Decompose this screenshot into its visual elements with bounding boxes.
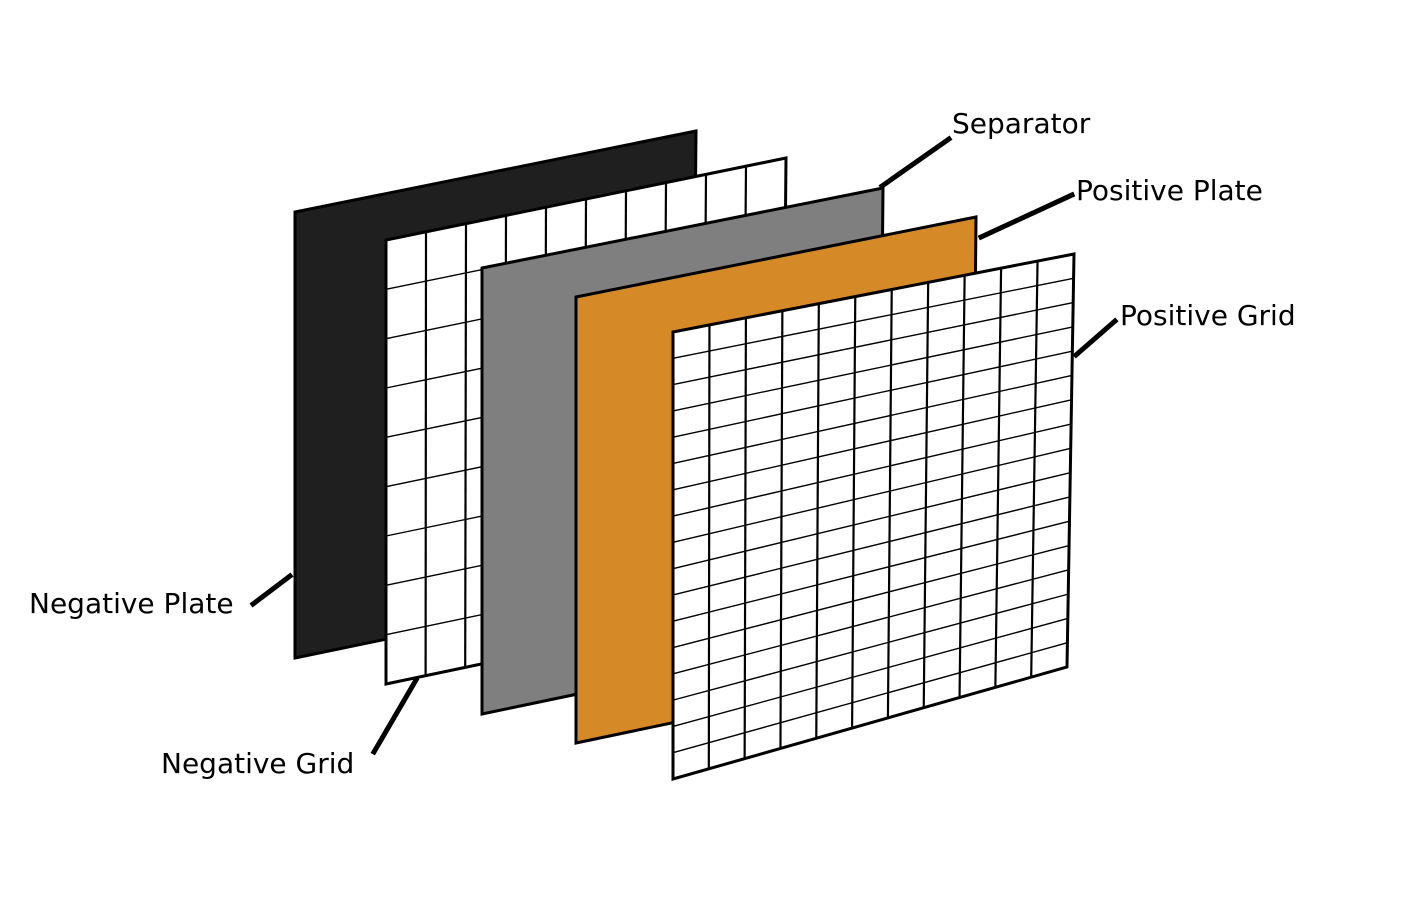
positive-grid-lines [672, 261, 1074, 769]
positive-grid-vertical-bar [994, 268, 1003, 688]
positive-grid-horizontal-bar [672, 374, 1073, 465]
positive-grid-horizontal-bar [672, 447, 1071, 544]
negative-grid-leader-line [370, 676, 420, 756]
positive-grid-horizontal-bar [672, 471, 1071, 570]
separator-label: Separator [952, 107, 1091, 140]
positive-grid-horizontal-bar [672, 399, 1072, 491]
negative-grid-label: Negative Grid [161, 747, 354, 780]
positive-grid-horizontal-bar [672, 326, 1073, 412]
positive-grid-horizontal-bar [672, 350, 1073, 438]
positive-grid-horizontal-bar [672, 520, 1070, 622]
positive-grid-vertical-bar [958, 275, 966, 698]
positive-grid-horizontal-bar [672, 617, 1069, 728]
negative-plate-label: Negative Plate [29, 587, 234, 620]
positive-grid-panel [671, 252, 1076, 781]
positive-grid-horizontal-bar [672, 544, 1070, 649]
positive-grid-horizontal-bar [672, 496, 1071, 596]
positive-grid-horizontal-bar [672, 569, 1069, 675]
positive-grid [671, 252, 1076, 781]
positive-grid-vertical-bar [1030, 261, 1039, 678]
negative-grid-vertical-bar [464, 223, 468, 668]
positive-grid-vertical-bar [850, 296, 857, 729]
positive-grid-vertical-bar [707, 324, 711, 769]
positive-grid-horizontal-bar [672, 423, 1072, 517]
positive-grid-horizontal-bar [672, 593, 1069, 701]
positive-grid-horizontal-bar [672, 642, 1068, 754]
positive-grid-label: Positive Grid [1120, 299, 1296, 332]
positive-grid-horizontal-bar [672, 277, 1074, 359]
positive-plate-leader-line [977, 191, 1076, 241]
negative-plate-leader-line [249, 572, 294, 608]
positive-grid-leader-line [1072, 317, 1119, 359]
separator-leader-line [878, 135, 953, 190]
positive-grid-vertical-bar [779, 310, 784, 749]
positive-grid-vertical-bar [815, 303, 820, 739]
positive-grid-vertical-bar [922, 282, 930, 708]
positive-grid-vertical-bar [886, 289, 893, 718]
positive-grid-vertical-bar [743, 317, 748, 759]
positive-grid-horizontal-bar [672, 301, 1074, 386]
positive-plate-label: Positive Plate [1076, 174, 1263, 207]
